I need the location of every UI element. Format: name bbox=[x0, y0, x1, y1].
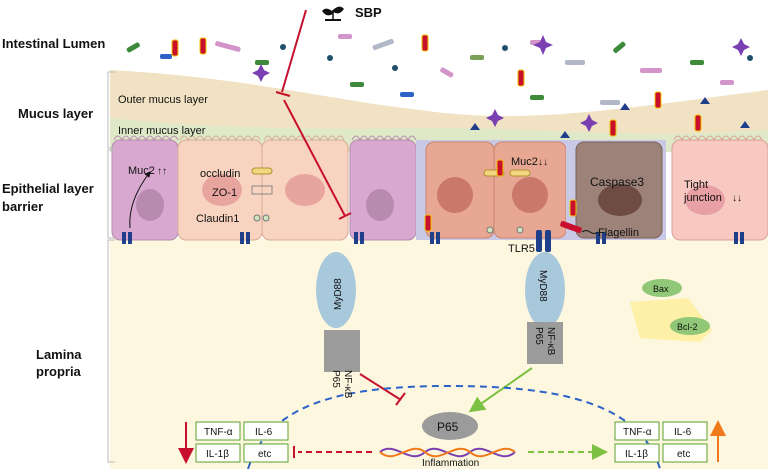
region-lumen-label: Intestinal Lumen bbox=[2, 36, 105, 51]
cytokine-right-il1b: IL-1β bbox=[625, 449, 648, 460]
cytokine-left-il1b: IL-1β bbox=[206, 449, 229, 460]
muc2-left-up-arrows-icon: ↑↑ bbox=[157, 166, 167, 177]
inner-mucus-label: Inner mucus layer bbox=[118, 125, 206, 137]
muc2-right-down-arrows-icon: ↓↓ bbox=[538, 157, 548, 168]
tight-junction-label-2: junction bbox=[683, 192, 722, 204]
bcl2-shape bbox=[670, 317, 710, 335]
myd88-right-shape bbox=[525, 252, 565, 328]
zo1-label: ZO-1 bbox=[212, 187, 237, 199]
cytokine-right-tnfa: TNF-α bbox=[623, 427, 652, 438]
nfkb-left-shape bbox=[324, 330, 360, 372]
bax-label: Bax bbox=[653, 284, 669, 294]
sbp-inhibit-line-mucus bbox=[281, 9, 307, 93]
muc2-right-label: Muc2 bbox=[511, 156, 538, 168]
dna-helix bbox=[379, 447, 516, 458]
cytokine-right-il6: IL-6 bbox=[674, 427, 692, 438]
cytokine-box-left-1 bbox=[195, 421, 241, 441]
muc2-secretion-arrow bbox=[129, 171, 151, 229]
muc2-left-label: Muc2 bbox=[128, 165, 155, 177]
cytokine-box-right-4 bbox=[662, 443, 708, 463]
cytokine-right-etc: etc bbox=[677, 449, 690, 460]
bcl2-label: Bcl-2 bbox=[677, 322, 698, 332]
nfkb-right-shape bbox=[527, 322, 563, 364]
lamina-bracket bbox=[107, 239, 115, 463]
sbp-inhibit-bar-epithelium bbox=[338, 212, 352, 220]
region-lamina-label-1: Lamina bbox=[36, 347, 82, 362]
region-lamina-label-2: propria bbox=[36, 364, 82, 379]
cytokine-box-right-1 bbox=[614, 421, 660, 441]
mucus-bracket bbox=[107, 71, 115, 149]
outer-mucus-label: Outer mucus layer bbox=[118, 94, 208, 106]
tight-junction-down-arrows-icon: ↓↓ bbox=[732, 193, 742, 204]
nfkb-left-label-2: P65 bbox=[330, 370, 341, 388]
cytokine-left-tnfa: TNF-α bbox=[204, 427, 233, 438]
p65-nucleus-shape bbox=[422, 412, 478, 440]
cytokine-box-left-3 bbox=[195, 443, 241, 463]
claudin1-label: Claudin1 bbox=[196, 213, 239, 225]
region-epithelial-label-2: barrier bbox=[2, 199, 43, 214]
cytokine-left-il6: IL-6 bbox=[255, 427, 273, 438]
region-mucus-label: Mucus layer bbox=[18, 106, 93, 121]
myd88-left-shape bbox=[316, 252, 356, 328]
sbp-label: SBP bbox=[355, 5, 382, 20]
sbp-inhibit-nfkb-bar bbox=[395, 392, 406, 406]
p65-nucleus-label: P65 bbox=[437, 420, 459, 434]
cytokine-box-right-2 bbox=[662, 421, 708, 441]
cytokine-box-left-4 bbox=[243, 443, 289, 463]
epithelial-bracket bbox=[107, 149, 115, 239]
flagellin-label: Flagellin bbox=[598, 227, 639, 239]
nfkb-left-label-1: NF-κB bbox=[342, 370, 353, 399]
plant-icon bbox=[322, 6, 344, 21]
cytokine-box-left-2 bbox=[243, 421, 289, 441]
sbp-inhibit-bar-mucus bbox=[275, 91, 291, 97]
epithelial-cells bbox=[111, 135, 768, 252]
tlr5-label: TLR5 bbox=[508, 243, 535, 255]
nfkb-activation-arrow bbox=[468, 367, 533, 413]
nucleus-border bbox=[247, 384, 661, 469]
sbp-inhibit-line-epithelium bbox=[283, 99, 346, 217]
cytokine-box-right-3 bbox=[614, 443, 660, 463]
region-epithelial-label-1: Epithelial layer bbox=[2, 181, 94, 196]
cytokine-left-etc: etc bbox=[258, 449, 271, 460]
tight-junction-label-1: Tight bbox=[684, 179, 708, 191]
bacteria bbox=[126, 34, 753, 232]
caspase3-label: Caspase3 bbox=[590, 175, 644, 189]
nfkb-right-label-2: P65 bbox=[533, 327, 544, 345]
inflammation-label: Inflammation bbox=[422, 458, 479, 469]
nfkb-right-label-1: NF-κB bbox=[545, 327, 556, 356]
myd88-left-label: MyD88 bbox=[333, 278, 344, 310]
sbp-inhibit-nfkb-line bbox=[359, 373, 402, 401]
bax-shape bbox=[642, 279, 682, 297]
occludin-label: occludin bbox=[200, 168, 240, 180]
myd88-right-label: MyD88 bbox=[537, 270, 548, 302]
